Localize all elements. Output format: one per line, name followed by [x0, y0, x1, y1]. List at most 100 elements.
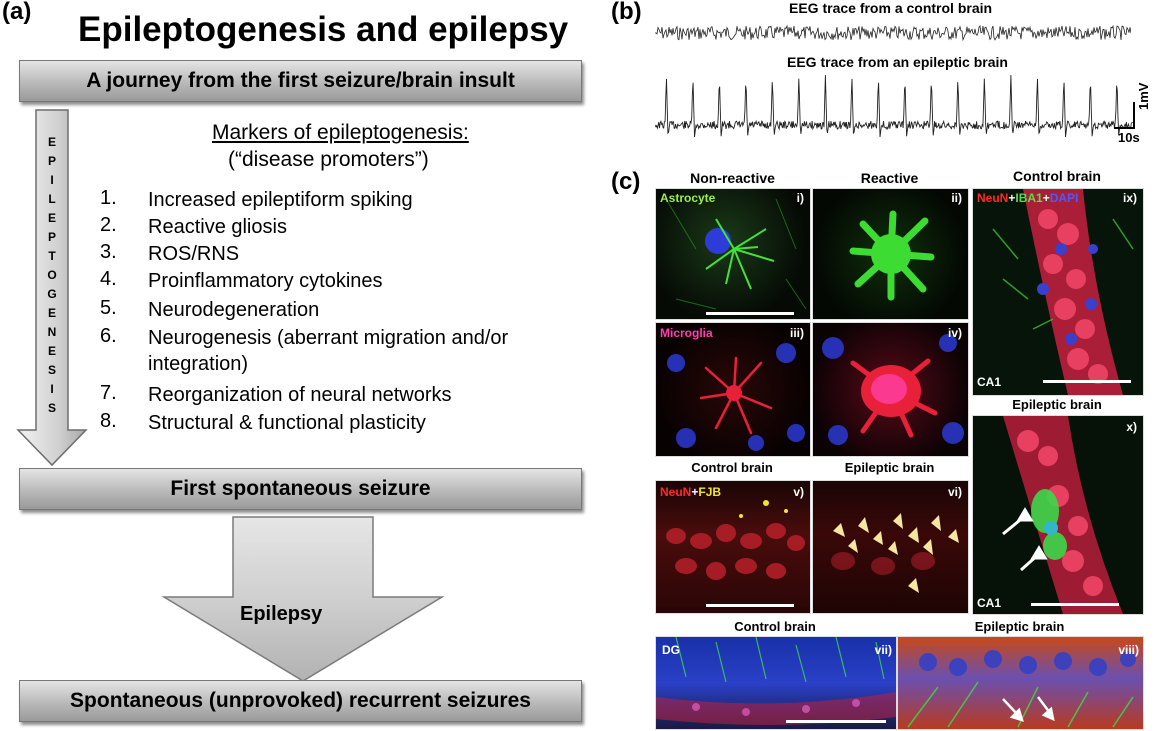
microglia-cell-shape	[667, 343, 805, 451]
stain-plus-text: +	[1008, 191, 1016, 205]
banner-first-spontaneous-seizure-label: First spontaneous seizure	[170, 477, 431, 500]
roman-label: i)	[796, 191, 804, 205]
list-item-number: 6.	[100, 325, 117, 347]
control-ca1-cells	[992, 189, 1134, 395]
roman-label: ii)	[951, 191, 962, 205]
title-epileptic-mid: Epileptic brain	[844, 460, 935, 475]
micrograph-microglia-non-reactive: Microglia iii)	[655, 322, 811, 457]
micrograph-epileptic-neun-fjb: vi)	[812, 480, 969, 614]
arrow-letter: S	[47, 401, 56, 415]
arrow-letter: E	[47, 344, 56, 358]
title-non-reactive: Non-reactive	[690, 170, 775, 186]
stain-label-microglia: Microglia	[660, 326, 713, 340]
stain-plus-text: +	[1042, 191, 1050, 205]
epileptic-dg-cells	[907, 650, 1136, 728]
arrow-letter: G	[47, 287, 57, 301]
title-epileptic-bottom: Epileptic brain	[974, 619, 1065, 634]
stain-plus-text: +	[691, 485, 699, 499]
stain-dapi-text: DAPI	[1049, 191, 1079, 205]
epileptic-ca1-cells	[1002, 416, 1123, 614]
reactive-astrocyte-shape	[849, 210, 935, 301]
reactive-microglia-shape	[822, 334, 964, 445]
list-item-number: 7.	[100, 382, 117, 404]
panel-b-label: (b)	[611, 0, 642, 25]
micrograph-microglia-reactive: iv)	[812, 322, 969, 457]
micrograph-epileptic-ca1: x) CA1	[972, 415, 1144, 615]
arrow-letter: T	[48, 249, 56, 263]
scale-bar	[786, 720, 886, 723]
list-item-text: Structural & functional plasticity	[148, 412, 426, 434]
title-reactive: Reactive	[860, 170, 919, 186]
epileptic-trace-title: EEG trace from an epileptic brain	[787, 54, 1008, 70]
scale-bar	[706, 604, 794, 607]
arrow-letter: E	[47, 306, 56, 320]
arrow-letter: N	[47, 325, 57, 339]
title-control-top: Control brain	[1013, 168, 1101, 184]
scale-time-label: 10s	[1118, 130, 1140, 145]
banner-first-spontaneous-seizure: First spontaneous seizure	[19, 468, 582, 510]
arrow-letter: O	[47, 268, 57, 282]
eeg-scale-bar	[1114, 102, 1135, 129]
stain-neun-text: NeuN	[660, 485, 692, 499]
epileptogenesis-arrow	[16, 109, 88, 467]
arrow-letter: S	[47, 363, 56, 377]
scale-bar	[1043, 380, 1131, 383]
title-epileptic-right: Epileptic brain	[1012, 397, 1102, 412]
panel-a-title: Epileptogenesis and epilepsy	[78, 10, 569, 49]
control-dg-cells	[656, 637, 896, 726]
banner-first-insult-label: A journey from the first seizure/brain i…	[86, 69, 515, 92]
arrow-letter: I	[50, 173, 54, 187]
markers-heading: Markers of epileptogenesis:	[212, 121, 469, 144]
micrograph-control-neun-fjb: NeuN+FJB v)	[655, 480, 811, 614]
banner-recurrent-seizures: Spontaneous (unprovoked) recurrent seizu…	[19, 680, 582, 722]
title-control-bottom: Control brain	[734, 619, 816, 634]
micrograph-epileptic-dg: viii)	[897, 636, 1144, 730]
region-label-dg: DG	[662, 643, 680, 657]
list-item-number: 5.	[100, 297, 117, 319]
roman-label: v)	[793, 485, 804, 499]
stain-label-neun: NeuN+IBA1+DAPI	[977, 191, 1078, 205]
micrograph-control-dg: DG vii)	[655, 636, 897, 730]
control-eeg-trace	[655, 24, 1131, 42]
list-item-number: 2.	[100, 214, 117, 236]
list-item-text: ROS/RNS	[148, 243, 240, 265]
arrow-letter: I	[50, 382, 54, 396]
micrograph-astrocyte-non-reactive: Astrocyte i)	[655, 188, 811, 320]
banner-first-insult: A journey from the first seizure/brain i…	[19, 60, 582, 102]
micrograph-control-ca1: NeuN+IBA1+DAPI ix) CA1	[972, 188, 1144, 396]
stain-neun-text: NeuN	[977, 191, 1009, 205]
list-item-text: Reactive gliosis	[148, 216, 287, 238]
astrocyte-cell-shape	[665, 198, 807, 310]
list-item-number: 4.	[100, 268, 117, 290]
stain-iba1-text: IBA1	[1015, 191, 1043, 205]
roman-label: viii)	[1118, 643, 1139, 657]
banner-recurrent-seizures-label: Spontaneous (unprovoked) recurrent seizu…	[70, 689, 531, 712]
epilepsy-arrow	[161, 516, 445, 682]
stain-label-astrocyte: Astrocyte	[660, 191, 716, 205]
roman-label: iii)	[790, 326, 804, 340]
control-neun-cells	[666, 500, 805, 580]
epileptic-eeg-trace	[655, 74, 1133, 138]
panel-c-label: (c)	[611, 168, 641, 195]
arrow-letter: P	[47, 154, 56, 168]
roman-label: vi)	[947, 485, 962, 499]
stain-label-neun-fjb: NeuN+FJB	[660, 485, 721, 499]
stain-fjb-text: FJB	[698, 485, 722, 499]
roman-label: x)	[1126, 420, 1137, 434]
list-item-text: Increased epileptiform spiking	[148, 189, 413, 211]
epileptic-fjb-cells	[831, 513, 959, 593]
micrograph-astrocyte-reactive: ii)	[812, 188, 969, 320]
scale-bar	[1031, 603, 1119, 606]
region-label-ca1: CA1	[977, 375, 1002, 389]
arrow-letter: E	[47, 135, 56, 149]
panel-a-label: (a)	[2, 0, 32, 25]
roman-label: iv)	[947, 326, 962, 340]
markers-subheading: (“disease promoters”)	[228, 148, 429, 171]
arrow-letter: L	[48, 192, 56, 206]
scale-voltage-label: 1mV	[1136, 82, 1151, 110]
list-item-text: Neurodegeneration	[148, 299, 320, 321]
epilepsy-label: Epilepsy	[240, 603, 323, 625]
list-item-text: Neurogenesis (aberrant migration and/or …	[148, 327, 509, 375]
arrow-letter: P	[47, 230, 56, 244]
roman-label: vii)	[874, 643, 892, 657]
